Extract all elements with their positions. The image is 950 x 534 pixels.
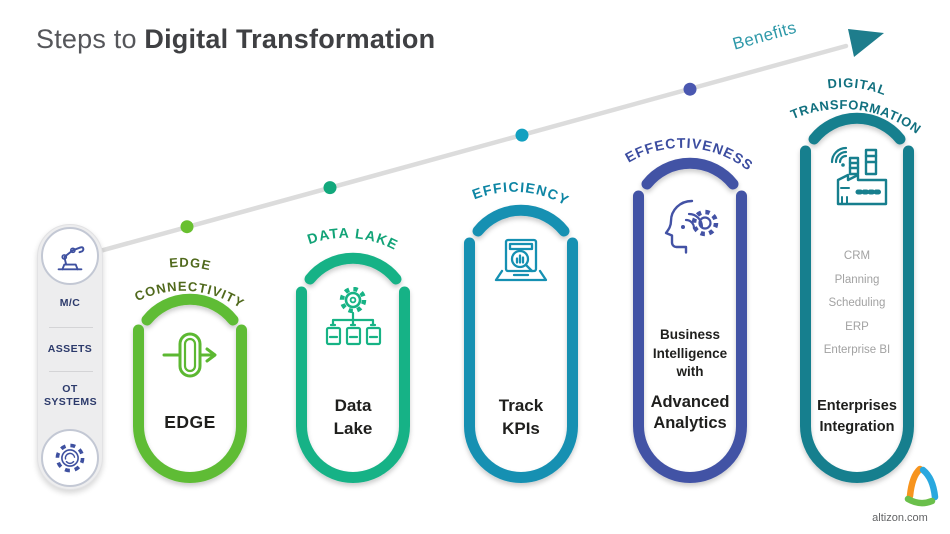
service-item: Scheduling [828, 297, 886, 309]
brand-url: altizon.com [872, 512, 928, 524]
stage-label-efficiency: EFFICIENCY [469, 175, 573, 209]
stage-body-track-kpis: Track KPIs [498, 396, 544, 438]
stage-pill-effectiveness [633, 157, 747, 483]
stage-pill-digital-transformation [800, 112, 914, 483]
benefits-axis-line [75, 43, 849, 260]
milestone-dot-data-lake [323, 181, 337, 195]
stage-label-edge-line2: CONNECTIVITY [131, 275, 248, 312]
stage-label-data-lake: DATA LAKE [304, 222, 402, 254]
milestone-dot-efficiency [515, 128, 529, 142]
service-item: Enterprise BI [823, 344, 891, 356]
milestone-dot-effectiveness [683, 82, 697, 96]
stack-item-assets: ASSETS [47, 343, 93, 355]
stage-services-list: CRM Planning Scheduling ERP Enterprise B… [807, 245, 907, 363]
stage-body-edge: EDGE [164, 412, 216, 432]
laptop-analytics-icon [494, 238, 548, 282]
title-emphasis: Digital Transformation [144, 24, 436, 54]
service-item: Planning [834, 273, 880, 286]
gear-distribution-icon [325, 287, 382, 346]
stack-item-ot-systems: OT SYSTEMS [44, 383, 97, 408]
stage-body-advanced-analytics: Advanced Analytics [650, 393, 730, 432]
stage-body-bi: Business Intelligence with [652, 327, 728, 379]
smart-factory-icon [830, 146, 888, 206]
systems-circle [41, 429, 99, 487]
divider [49, 327, 93, 328]
service-item: CRM [843, 250, 871, 262]
service-item: ERP [845, 320, 869, 333]
input-stack: M/C ASSETS OT SYSTEMS [37, 224, 103, 490]
head-gear-signal-icon [664, 199, 719, 254]
benefits-arrowhead-icon [848, 29, 884, 57]
stage-label-dt-line1: DIGITAL [825, 72, 890, 98]
stage-label-edge-line1: EDGE [168, 253, 213, 273]
gear-icon [55, 443, 85, 473]
stage-body-data-lake: Data Lake [333, 396, 373, 438]
stage-body-enterprises-integration: Enterprises Integration [817, 398, 897, 435]
page-title: Steps to Digital Transformation [36, 24, 435, 55]
title-prefix: Steps to [36, 24, 137, 54]
robot-arm-icon [57, 246, 85, 271]
stage-pill-efficiency [464, 204, 578, 483]
milestone-dot-edge [180, 220, 194, 234]
divider [49, 371, 93, 372]
machine-circle [41, 227, 99, 285]
altizon-triangle-logo [904, 465, 939, 507]
benefits-label: Benefits [730, 18, 798, 54]
edge-link-arrow-icon [162, 332, 217, 378]
stage-pill-edge-connectivity [133, 293, 247, 483]
stack-item-mc: M/C [59, 297, 81, 309]
